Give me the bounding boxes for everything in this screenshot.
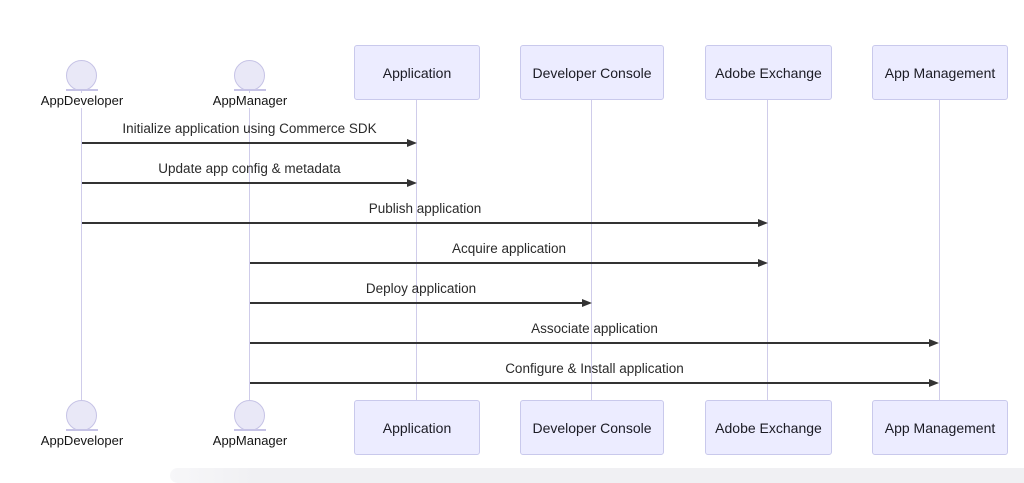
message-4-arrowhead-icon — [758, 259, 768, 267]
participant-developer-console-top: Developer Console — [520, 45, 664, 100]
message-1-arrowhead-icon — [407, 139, 417, 147]
message-7-arrowhead-icon — [929, 379, 939, 387]
lifeline-developer-console — [591, 100, 592, 400]
message-5-line — [250, 302, 583, 304]
participant-application-bottom: Application — [354, 400, 480, 455]
message-7-label: Configure & Install application — [505, 361, 684, 376]
lifeline-appmanager — [249, 90, 250, 400]
message-7-line — [250, 382, 930, 384]
message-4-label: Acquire application — [451, 241, 567, 256]
lifeline-appdeveloper — [81, 90, 82, 400]
appmanager-label-top: AppManager — [210, 93, 290, 108]
appmanager-stand-bottom — [234, 429, 266, 431]
lifeline-adobe-exchange — [767, 100, 768, 400]
appdeveloper-stand-bottom — [66, 429, 98, 431]
appdeveloper-circle-icon-bottom — [66, 400, 97, 431]
lifeline-application — [416, 100, 417, 400]
message-3-label: Publish application — [368, 201, 482, 216]
participant-adobe-exchange-bottom: Adobe Exchange — [705, 400, 832, 455]
message-3-line — [82, 222, 759, 224]
participant-app-management-bottom: App Management — [872, 400, 1008, 455]
message-2-line — [82, 182, 408, 184]
appmanager-circle-icon-bottom — [234, 400, 265, 431]
participant-developer-console-bottom: Developer Console — [520, 400, 664, 455]
appmanager-stand-top — [234, 89, 266, 91]
message-2-label: Update app config & metadata — [158, 161, 341, 176]
appdeveloper-label-top: AppDeveloper — [38, 93, 126, 108]
horizontal-scrollbar[interactable] — [170, 468, 1024, 483]
appmanager-label-bottom: AppManager — [210, 433, 290, 448]
participant-app-management-top: App Management — [872, 45, 1008, 100]
appdeveloper-stand-top — [66, 89, 98, 91]
message-5-label: Deploy application — [365, 281, 477, 296]
appdeveloper-label-bottom: AppDeveloper — [38, 433, 126, 448]
lifeline-app-management — [939, 100, 940, 400]
participant-application-top: Application — [354, 45, 480, 100]
message-5-arrowhead-icon — [582, 299, 592, 307]
message-6-label: Associate application — [531, 321, 658, 336]
message-1-label: Initialize application using Commerce SD… — [122, 121, 377, 136]
appdeveloper-circle-icon-top — [66, 60, 97, 91]
message-3-arrowhead-icon — [758, 219, 768, 227]
participant-adobe-exchange-top: Adobe Exchange — [705, 45, 832, 100]
message-1-line — [82, 142, 408, 144]
message-2-arrowhead-icon — [407, 179, 417, 187]
appmanager-circle-icon-top — [234, 60, 265, 91]
message-4-line — [250, 262, 759, 264]
message-6-arrowhead-icon — [929, 339, 939, 347]
message-6-line — [250, 342, 930, 344]
